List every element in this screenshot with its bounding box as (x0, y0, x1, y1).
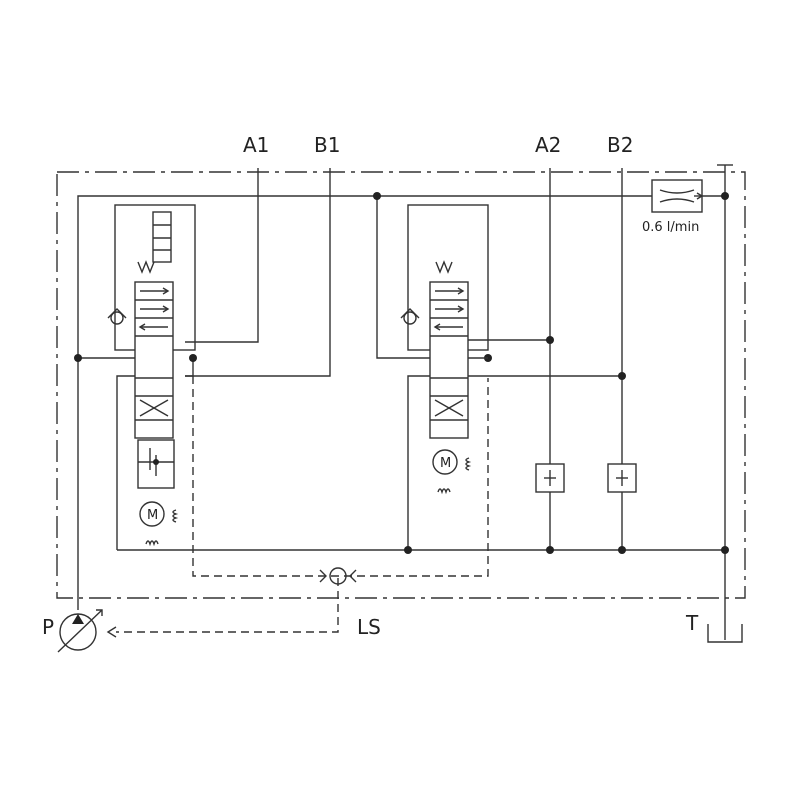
load-sense-line (116, 376, 489, 633)
port-label-a2: A2 (535, 133, 561, 157)
valve-block-envelope (56, 171, 746, 599)
section1-motor-letter: M (147, 508, 158, 523)
port-lines (185, 168, 623, 550)
section2-port-connections (466, 336, 626, 380)
port-label-t: T (685, 611, 699, 635)
flow-rate-label: 0.6 l/min (642, 220, 699, 235)
pressure-line (74, 192, 725, 610)
port-label-a1: A1 (243, 133, 269, 157)
tank-symbol (707, 624, 743, 643)
variable-pump (57, 609, 117, 653)
port-label-b2: B2 (607, 133, 633, 157)
section2-valve: M (400, 204, 489, 495)
section1-valve: M (107, 204, 197, 547)
port-relief-valves (535, 463, 637, 493)
port-label-b1: B1 (314, 133, 340, 157)
tank-line (116, 164, 733, 640)
flow-restrictor (651, 179, 704, 213)
section2-motor-letter: M (440, 456, 451, 471)
port-label-p: P (42, 615, 54, 639)
port-label-ls: LS (357, 615, 381, 639)
